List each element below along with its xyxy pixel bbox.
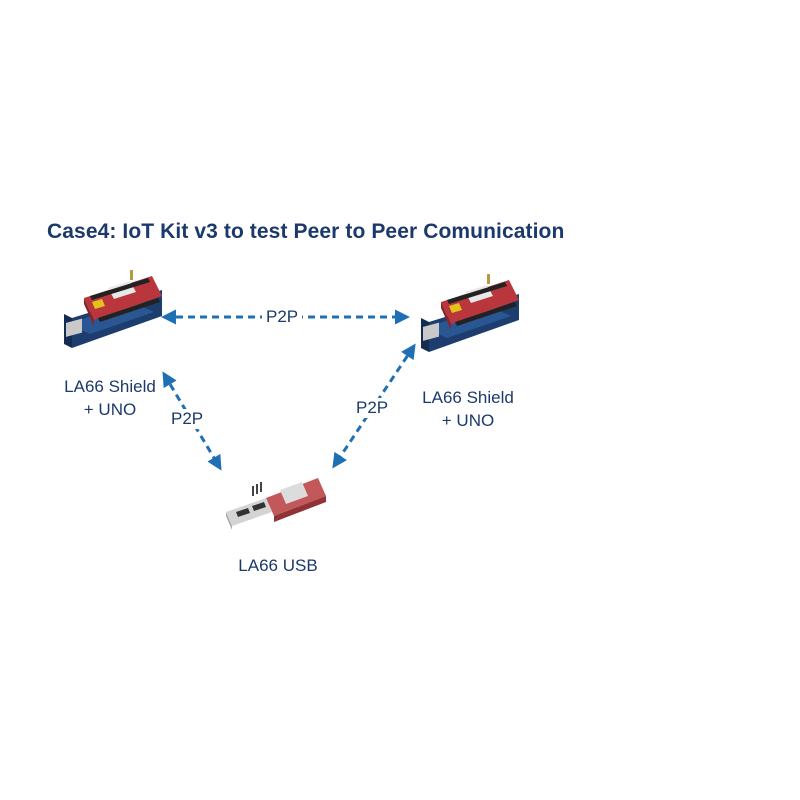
left-node-label: LA66 Shield + UNO <box>52 375 168 421</box>
right-shield-board-image <box>421 274 519 352</box>
right-node-label: LA66 Shield + UNO <box>410 386 526 432</box>
left-node-label-line1: LA66 Shield <box>64 377 156 396</box>
right-node-label-line1: LA66 Shield <box>422 388 514 407</box>
right-node-label-line2: + UNO <box>441 411 495 430</box>
top-link-label: P2P <box>262 307 303 327</box>
diagram-title: Case4: IoT Kit v3 to test Peer to Peer C… <box>47 220 565 243</box>
left-link-label: P2P <box>167 409 208 429</box>
left-node-label-line2: + UNO <box>83 400 137 419</box>
left-shield-board-image <box>64 270 162 348</box>
usb-dongle-image <box>226 478 326 530</box>
right-link-label: P2P <box>352 398 393 418</box>
bottom-node-label: LA66 USB <box>238 556 318 575</box>
